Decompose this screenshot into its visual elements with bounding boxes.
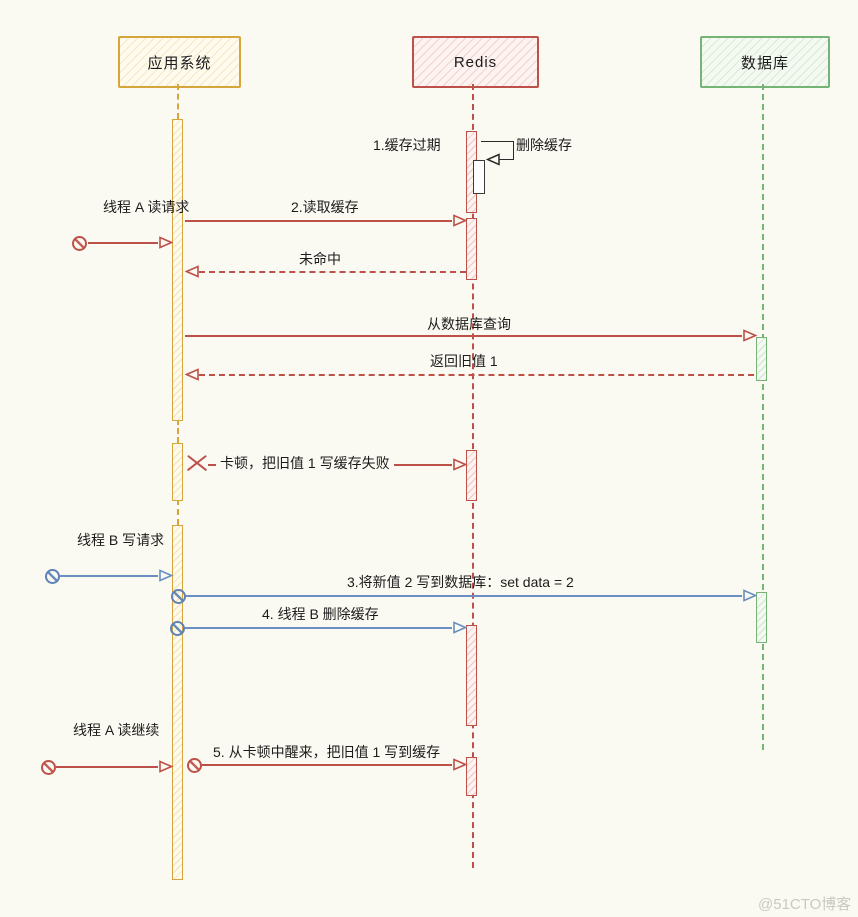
arrowhead-right-icon	[453, 214, 467, 227]
self-message-line-bottom	[499, 159, 514, 160]
activation-bar-redis	[466, 218, 477, 280]
actor-label-redis: Redis	[453, 53, 498, 71]
message-line-cache-miss	[199, 271, 466, 273]
message-line-thread-b-in	[60, 575, 158, 577]
message-line-query-db	[185, 335, 742, 337]
watermark: @51CTO博客	[758, 896, 852, 913]
label-thread-a-read-resume: 线程 A 读继续	[73, 722, 160, 738]
thread-b-on-lifeline-icon	[170, 621, 185, 636]
arrowhead-left-icon	[185, 368, 199, 381]
activation-bar-app	[172, 119, 183, 421]
message-line-thread-a-in	[88, 242, 158, 244]
activation-bar-app	[172, 443, 183, 501]
label-thread-b-delete-cache: 4. 线程 B 删除缓存	[262, 606, 379, 622]
thread-a-origin-icon	[41, 760, 56, 775]
arrowhead-right-icon	[159, 760, 173, 773]
label-write-new-value-db: 3.将新值 2 写到数据库：set data = 2	[347, 574, 574, 590]
arrowhead-right-icon	[743, 589, 757, 602]
label-delete-cache: 删除缓存	[516, 137, 572, 153]
lifeline-app-segment	[177, 499, 179, 525]
arrowhead-right-icon	[453, 758, 467, 771]
arrowhead-right-icon	[453, 458, 467, 471]
label-query-db: 从数据库查询	[427, 316, 511, 332]
message-line-return-old	[199, 374, 754, 376]
label-thread-b-write: 线程 B 写请求	[77, 532, 165, 548]
message-line-thread-b-delete	[185, 627, 452, 629]
self-message-line-right	[512, 141, 514, 160]
actor-box-db: 数据库	[700, 36, 830, 88]
label-read-cache: 2.读取缓存	[291, 199, 359, 215]
label-return-old-value: 返回旧值 1	[430, 353, 498, 369]
thread-a-origin-icon	[72, 236, 87, 251]
arrowhead-left-icon	[486, 153, 500, 166]
label-thread-a-read: 线程 A 读请求	[103, 199, 190, 215]
x-failure-icon	[186, 453, 208, 475]
activation-bar-redis	[466, 625, 477, 726]
label-cache-miss: 未命中	[299, 251, 341, 267]
label-step1-cache-expire: 1.缓存过期	[373, 137, 441, 153]
label-stall-write-fail: 卡顿，把旧值 1 写缓存失败	[216, 455, 394, 472]
message-line-thread-a-resume-in	[56, 766, 158, 768]
lifeline-db	[762, 84, 764, 750]
lifeline-app-segment	[177, 84, 179, 119]
thread-b-origin-icon	[45, 569, 60, 584]
self-message-line-top	[481, 141, 514, 142]
arrowhead-right-icon	[159, 236, 173, 249]
arrowhead-right-icon	[743, 329, 757, 342]
activation-bar-redis	[466, 757, 477, 796]
activation-bar-redis-nested	[473, 160, 485, 194]
arrowhead-left-icon	[185, 265, 199, 278]
message-line-wake-write	[202, 764, 452, 766]
thread-a-on-lifeline-icon	[187, 758, 202, 773]
actor-box-app: 应用系统	[118, 36, 241, 88]
lifeline-app-segment	[177, 419, 179, 443]
label-wake-write-old-value: 5. 从卡顿中醒来，把旧值 1 写到缓存	[213, 744, 441, 760]
activation-bar-db	[756, 337, 767, 381]
message-line-read-cache	[185, 220, 452, 222]
arrowhead-right-icon	[159, 569, 173, 582]
actor-box-redis: Redis	[412, 36, 539, 88]
actor-label-db: 数据库	[740, 54, 789, 72]
message-line-write-db	[186, 595, 742, 597]
actor-label-app: 应用系统	[147, 54, 212, 72]
activation-bar-app	[172, 525, 183, 880]
activation-bar-redis	[466, 450, 477, 501]
arrowhead-right-icon	[453, 621, 467, 634]
activation-bar-db	[756, 592, 767, 643]
thread-b-on-lifeline-icon	[171, 589, 186, 604]
